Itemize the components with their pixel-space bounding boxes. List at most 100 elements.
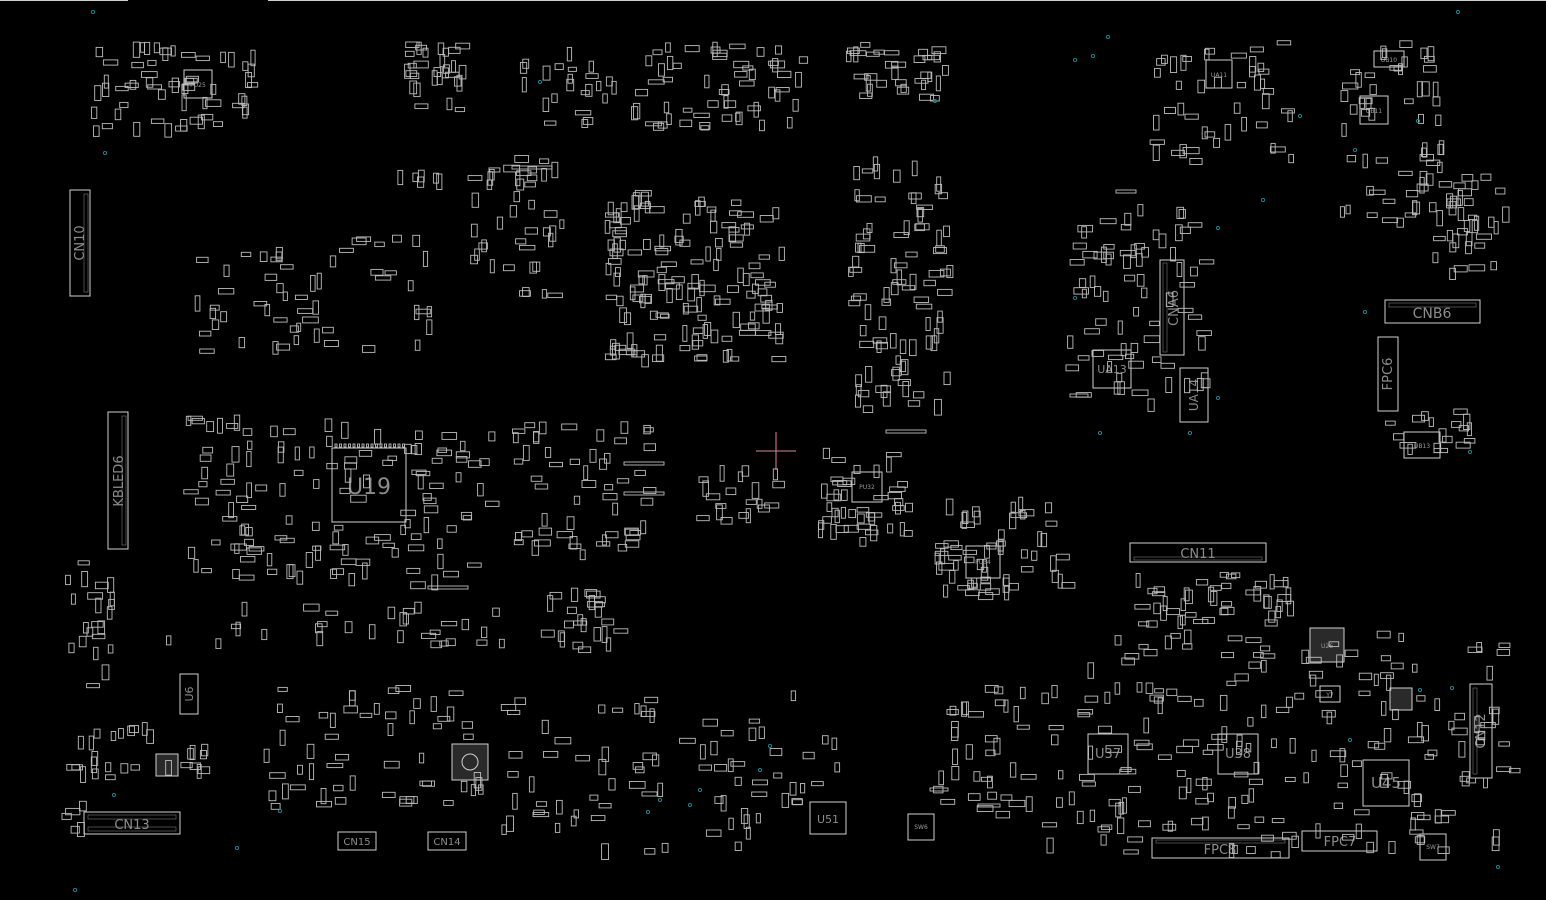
- passive-component: [1157, 754, 1172, 760]
- passive-component: [1100, 246, 1107, 263]
- passive-component: [220, 51, 226, 64]
- passive-component: [1271, 818, 1285, 824]
- connector-FPC8[interactable]: FPC8: [1151, 837, 1290, 859]
- component-Y7[interactable]: Y7: [1319, 685, 1341, 703]
- passive-component: [187, 546, 196, 559]
- connector-FPC7[interactable]: FPC7: [1301, 830, 1378, 852]
- passive-component: [77, 560, 90, 566]
- passive-component: [410, 581, 426, 590]
- cn15-label: CN15: [343, 837, 370, 848]
- passive-component: [1315, 823, 1321, 839]
- passive-component: [220, 311, 228, 323]
- passive-component: [467, 562, 482, 568]
- passive-component: [462, 515, 472, 521]
- passive-component: [320, 788, 327, 805]
- passive-component: [1369, 189, 1386, 195]
- passive-component: [114, 108, 122, 121]
- bga-chip-right[interactable]: [1389, 687, 1413, 711]
- via: [1362, 309, 1368, 315]
- passive-component: [769, 748, 783, 756]
- passive-component: [129, 725, 139, 733]
- passive-component: [936, 229, 942, 247]
- passive-component: [1385, 420, 1396, 426]
- passive-component: [382, 459, 394, 466]
- passive-component: [1137, 204, 1144, 217]
- component-UA11[interactable]: UA11: [1205, 59, 1233, 89]
- connector-CN14[interactable]: CN14: [427, 831, 467, 851]
- connector-CN10[interactable]: CN10: [69, 189, 91, 297]
- passive-component: [721, 335, 733, 342]
- passive-component: [1260, 659, 1267, 673]
- bga-chip-left[interactable]: [155, 753, 179, 777]
- passive-component: [875, 341, 888, 350]
- passive-component: [102, 82, 110, 97]
- passive-component: [615, 267, 621, 278]
- passive-component: [987, 775, 993, 789]
- passive-component: [1002, 577, 1010, 593]
- passive-component: [1434, 809, 1442, 824]
- component-PU34[interactable]: PU34: [965, 545, 1001, 579]
- component-U45[interactable]: U45: [1362, 759, 1410, 807]
- via: [1260, 197, 1266, 203]
- passive-component: [1165, 377, 1173, 393]
- passive-component: [1195, 778, 1212, 786]
- passive-component: [605, 294, 617, 301]
- component-UB13[interactable]: UB13: [1403, 431, 1441, 459]
- passive-component: [927, 71, 933, 83]
- passive-component: [655, 344, 663, 362]
- switch-SW6[interactable]: SW6: [907, 813, 935, 841]
- passive-component: [601, 534, 607, 546]
- passive-component: [1490, 261, 1497, 271]
- bga-chip-bottom-center[interactable]: [451, 743, 489, 781]
- connector-CN13[interactable]: CN13: [83, 811, 181, 835]
- passive-component: [368, 624, 376, 640]
- passive-component: [574, 110, 592, 116]
- passive-component: [994, 699, 1006, 707]
- passive-component: [175, 125, 188, 132]
- component-UA14[interactable]: UA14: [1179, 367, 1209, 423]
- passive-component: [938, 562, 954, 571]
- connector-FPC6[interactable]: FPC6: [1377, 336, 1399, 412]
- passive-component: [1193, 618, 1209, 625]
- passive-component: [1157, 697, 1163, 715]
- component-U51[interactable]: U51: [809, 801, 847, 835]
- component-U37[interactable]: U37: [1087, 733, 1129, 775]
- passive-component: [1048, 725, 1064, 731]
- connector-CNA6[interactable]: CNA6: [1159, 259, 1185, 356]
- passive-component: [329, 255, 337, 268]
- connector-CNB6[interactable]: CNB6: [1384, 299, 1481, 324]
- passive-component: [856, 513, 865, 524]
- passive-component: [1446, 198, 1461, 207]
- passive-component: [1183, 587, 1190, 602]
- component-U6[interactable]: U6: [179, 673, 199, 715]
- passive-component: [1275, 605, 1281, 619]
- component-UB11[interactable]: UB11: [1359, 95, 1389, 125]
- passive-component: [70, 825, 80, 834]
- passive-component: [892, 279, 907, 285]
- passive-component: [324, 418, 333, 432]
- passive-component: [93, 646, 99, 661]
- passive-component: [594, 602, 606, 608]
- passive-component: [185, 415, 192, 426]
- passive-component: [588, 60, 594, 73]
- passive-component: [501, 824, 507, 835]
- connector-CN15[interactable]: CN15: [337, 831, 377, 851]
- component-PU32[interactable]: PU32: [851, 471, 883, 503]
- passive-component: [1381, 48, 1388, 59]
- passive-component: [584, 589, 598, 597]
- connector-KBLED6[interactable]: KBLED6: [107, 411, 129, 550]
- passive-component: [566, 516, 575, 530]
- passive-component: [748, 322, 760, 330]
- passive-component: [397, 169, 404, 186]
- passive-component: [1119, 768, 1137, 775]
- passive-component: [1171, 149, 1185, 156]
- component-UB10[interactable]: UB10: [1373, 50, 1405, 68]
- passive-component: [1467, 214, 1478, 221]
- passive-component: [282, 428, 296, 436]
- passive-component: [374, 275, 392, 281]
- passive-component: [522, 58, 530, 69]
- passive-component: [180, 761, 193, 769]
- connector-CN11[interactable]: CN11: [1129, 542, 1267, 563]
- passive-component: [1448, 201, 1457, 216]
